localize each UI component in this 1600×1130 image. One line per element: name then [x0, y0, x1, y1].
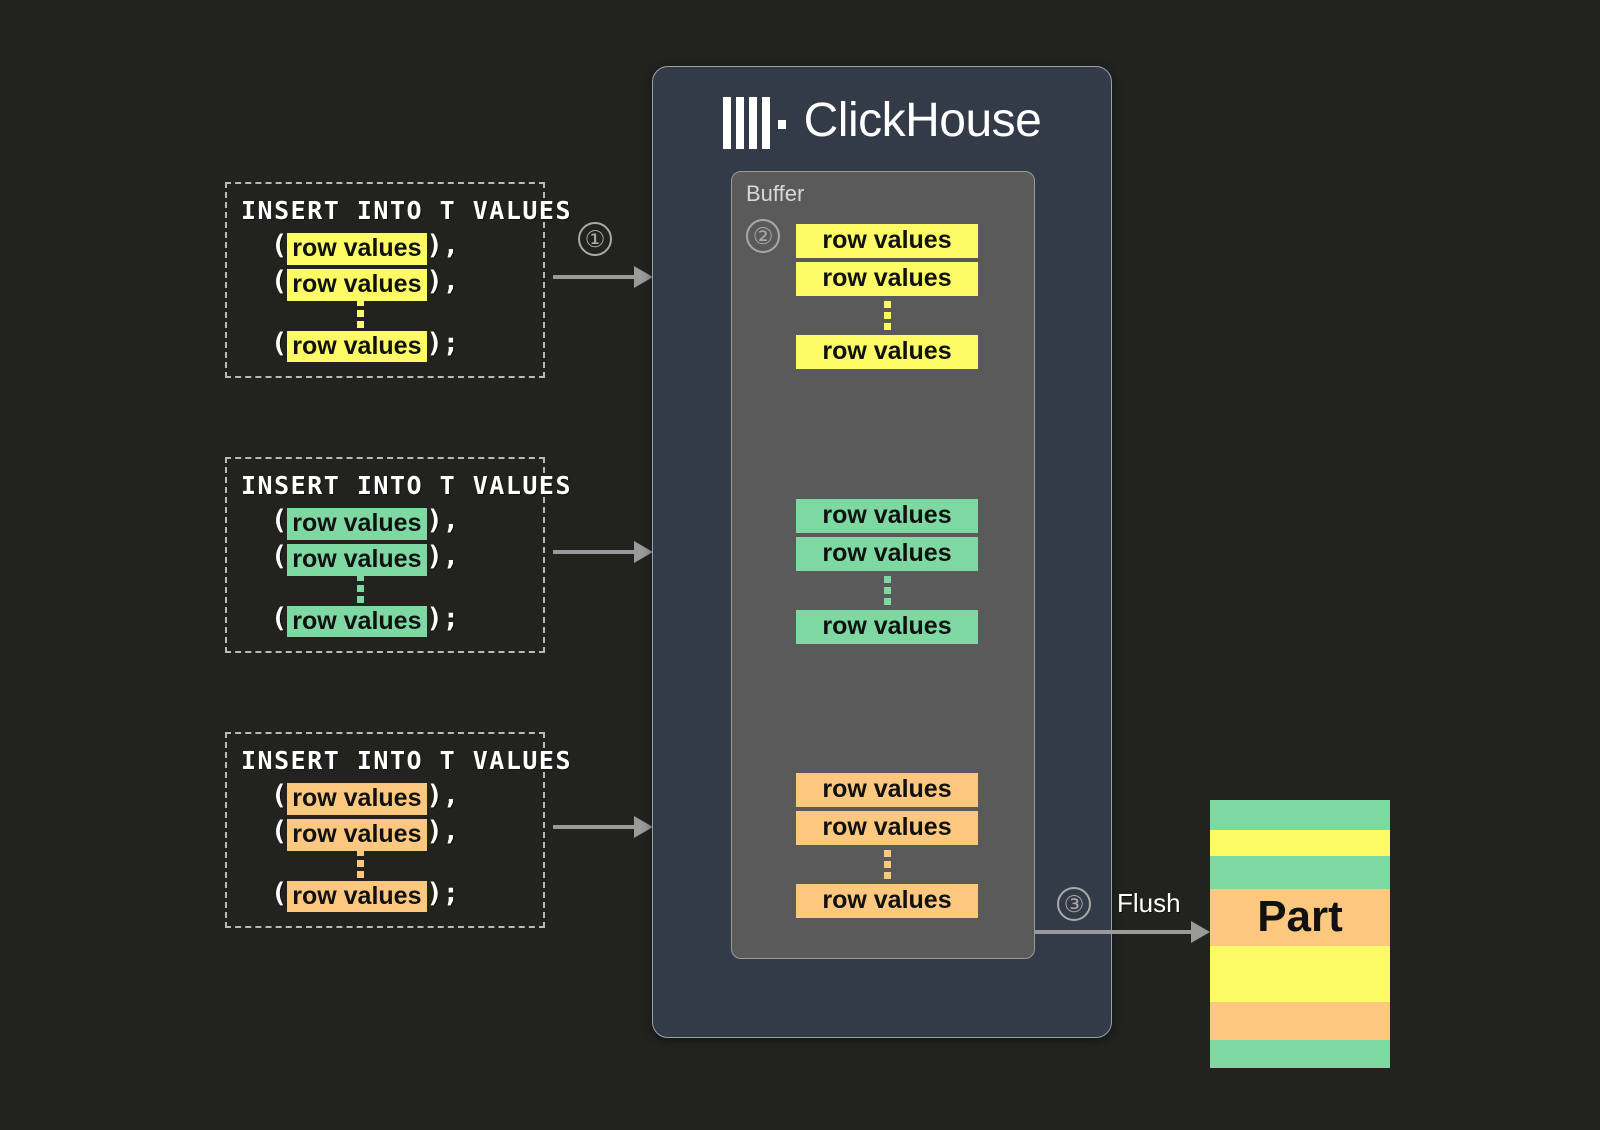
paren-open: (	[271, 780, 288, 811]
insert-row-line: (row values),	[241, 504, 529, 540]
buffer-row: row values	[796, 335, 978, 369]
part-stripe	[1210, 856, 1390, 889]
clickhouse-title: ClickHouse	[803, 94, 1042, 147]
flush-label: Flush	[1117, 888, 1181, 918]
part-stripe	[1210, 1001, 1390, 1040]
vertical-ellipsis-icon	[241, 574, 529, 603]
insert-statement-box-3: INSERT INTO T VALUES (row values), (row …	[225, 732, 573, 929]
buffer-row: row values	[796, 499, 978, 533]
arrow-shaft	[1035, 930, 1191, 934]
insert-row-line: (row values),	[241, 540, 529, 576]
paren-close: ),	[426, 540, 460, 572]
vertical-ellipsis-icon	[796, 296, 978, 335]
paren-open: (	[271, 265, 288, 297]
paren-open: (	[271, 505, 288, 536]
insert-row-line: (row values);	[241, 602, 529, 638]
insert-row-line: (row values),	[241, 779, 529, 815]
buffer-group-green: row values row values row values	[796, 499, 978, 644]
arrow-shaft	[553, 825, 634, 829]
part-label: Part	[1257, 892, 1343, 942]
vertical-ellipsis-icon	[241, 849, 529, 878]
insert-statement-header: INSERT INTO T VALUES	[241, 471, 573, 500]
paren-close: ),	[426, 230, 460, 261]
paren-open: (	[271, 815, 288, 847]
insert-row-line: (row values),	[241, 265, 529, 301]
insert-row-line: (row values);	[241, 327, 529, 363]
insert-row-line: (row values);	[241, 877, 529, 913]
paren-close: ),	[426, 505, 460, 536]
buffer-row: row values	[796, 537, 978, 571]
row-values-chip: row values	[287, 508, 427, 540]
arrow-head-icon	[634, 541, 653, 563]
row-values-chip: row values	[287, 783, 427, 815]
insert-statement-box-2: INSERT INTO T VALUES (row values), (row …	[225, 457, 573, 654]
buffer-row: row values	[796, 262, 978, 296]
buffer-row: row values	[796, 811, 978, 845]
paren-close: ),	[426, 265, 460, 297]
insert-statement-header: INSERT INTO T VALUES	[241, 196, 573, 225]
insert-row-line: (row values),	[241, 815, 529, 851]
arrow-insert-1	[553, 266, 653, 288]
paren-open: (	[271, 230, 288, 261]
clickhouse-panel: ClickHouse Buffer ② row values row value…	[652, 66, 1112, 1038]
arrow-flush	[1035, 921, 1210, 943]
buffer-group-orange: row values row values row values	[796, 773, 978, 918]
buffer-row: row values	[796, 224, 978, 258]
row-values-chip: row values	[287, 543, 427, 576]
part-block: Part	[1210, 800, 1390, 1068]
row-values-chip: row values	[287, 268, 427, 301]
row-values-chip: row values	[287, 330, 427, 363]
paren-close: );	[426, 602, 460, 634]
part-stripe: Part	[1210, 889, 1390, 946]
row-values-chip: row values	[287, 880, 427, 913]
buffer-row: row values	[796, 773, 978, 807]
row-values-chip: row values	[287, 818, 427, 851]
insert-statement-header: INSERT INTO T VALUES	[241, 746, 573, 775]
paren-open: (	[271, 540, 288, 572]
arrow-head-icon	[1191, 921, 1210, 943]
paren-close: );	[426, 877, 460, 909]
buffer-row: row values	[796, 884, 978, 918]
paren-close: ),	[426, 780, 460, 811]
arrow-shaft	[553, 275, 634, 279]
insert-statement-box-1: INSERT INTO T VALUES (row values), (row …	[225, 182, 573, 379]
arrow-insert-3	[553, 816, 653, 838]
clickhouse-logo-icon	[722, 93, 786, 149]
arrow-shaft	[553, 550, 634, 554]
vertical-ellipsis-icon	[241, 299, 529, 328]
paren-close: ),	[426, 815, 460, 847]
part-stripe	[1210, 1039, 1390, 1068]
clickhouse-brand: ClickHouse	[653, 93, 1111, 149]
paren-close: );	[426, 327, 460, 359]
insert-row-line: (row values),	[241, 229, 529, 265]
vertical-ellipsis-icon	[796, 571, 978, 610]
part-stripe	[1210, 830, 1390, 856]
part-stripe	[1210, 800, 1390, 830]
step-marker-3: ③	[1057, 887, 1091, 921]
row-values-chip: row values	[287, 233, 427, 265]
part-stripe	[1210, 945, 1390, 1002]
step-marker-2: ②	[746, 219, 780, 253]
vertical-ellipsis-icon	[796, 845, 978, 884]
paren-open: (	[271, 327, 288, 359]
paren-open: (	[271, 877, 288, 909]
step-marker-1: ①	[578, 222, 612, 256]
buffer-row: row values	[796, 610, 978, 644]
paren-open: (	[271, 602, 288, 634]
buffer-group-yellow: row values row values row values	[796, 224, 978, 369]
buffer-label: Buffer	[746, 181, 805, 206]
buffer-box: Buffer ② row values row values row value…	[731, 171, 1035, 959]
arrow-insert-2	[553, 541, 653, 563]
row-values-chip: row values	[287, 605, 427, 638]
arrow-head-icon	[634, 816, 653, 838]
arrow-head-icon	[634, 266, 653, 288]
